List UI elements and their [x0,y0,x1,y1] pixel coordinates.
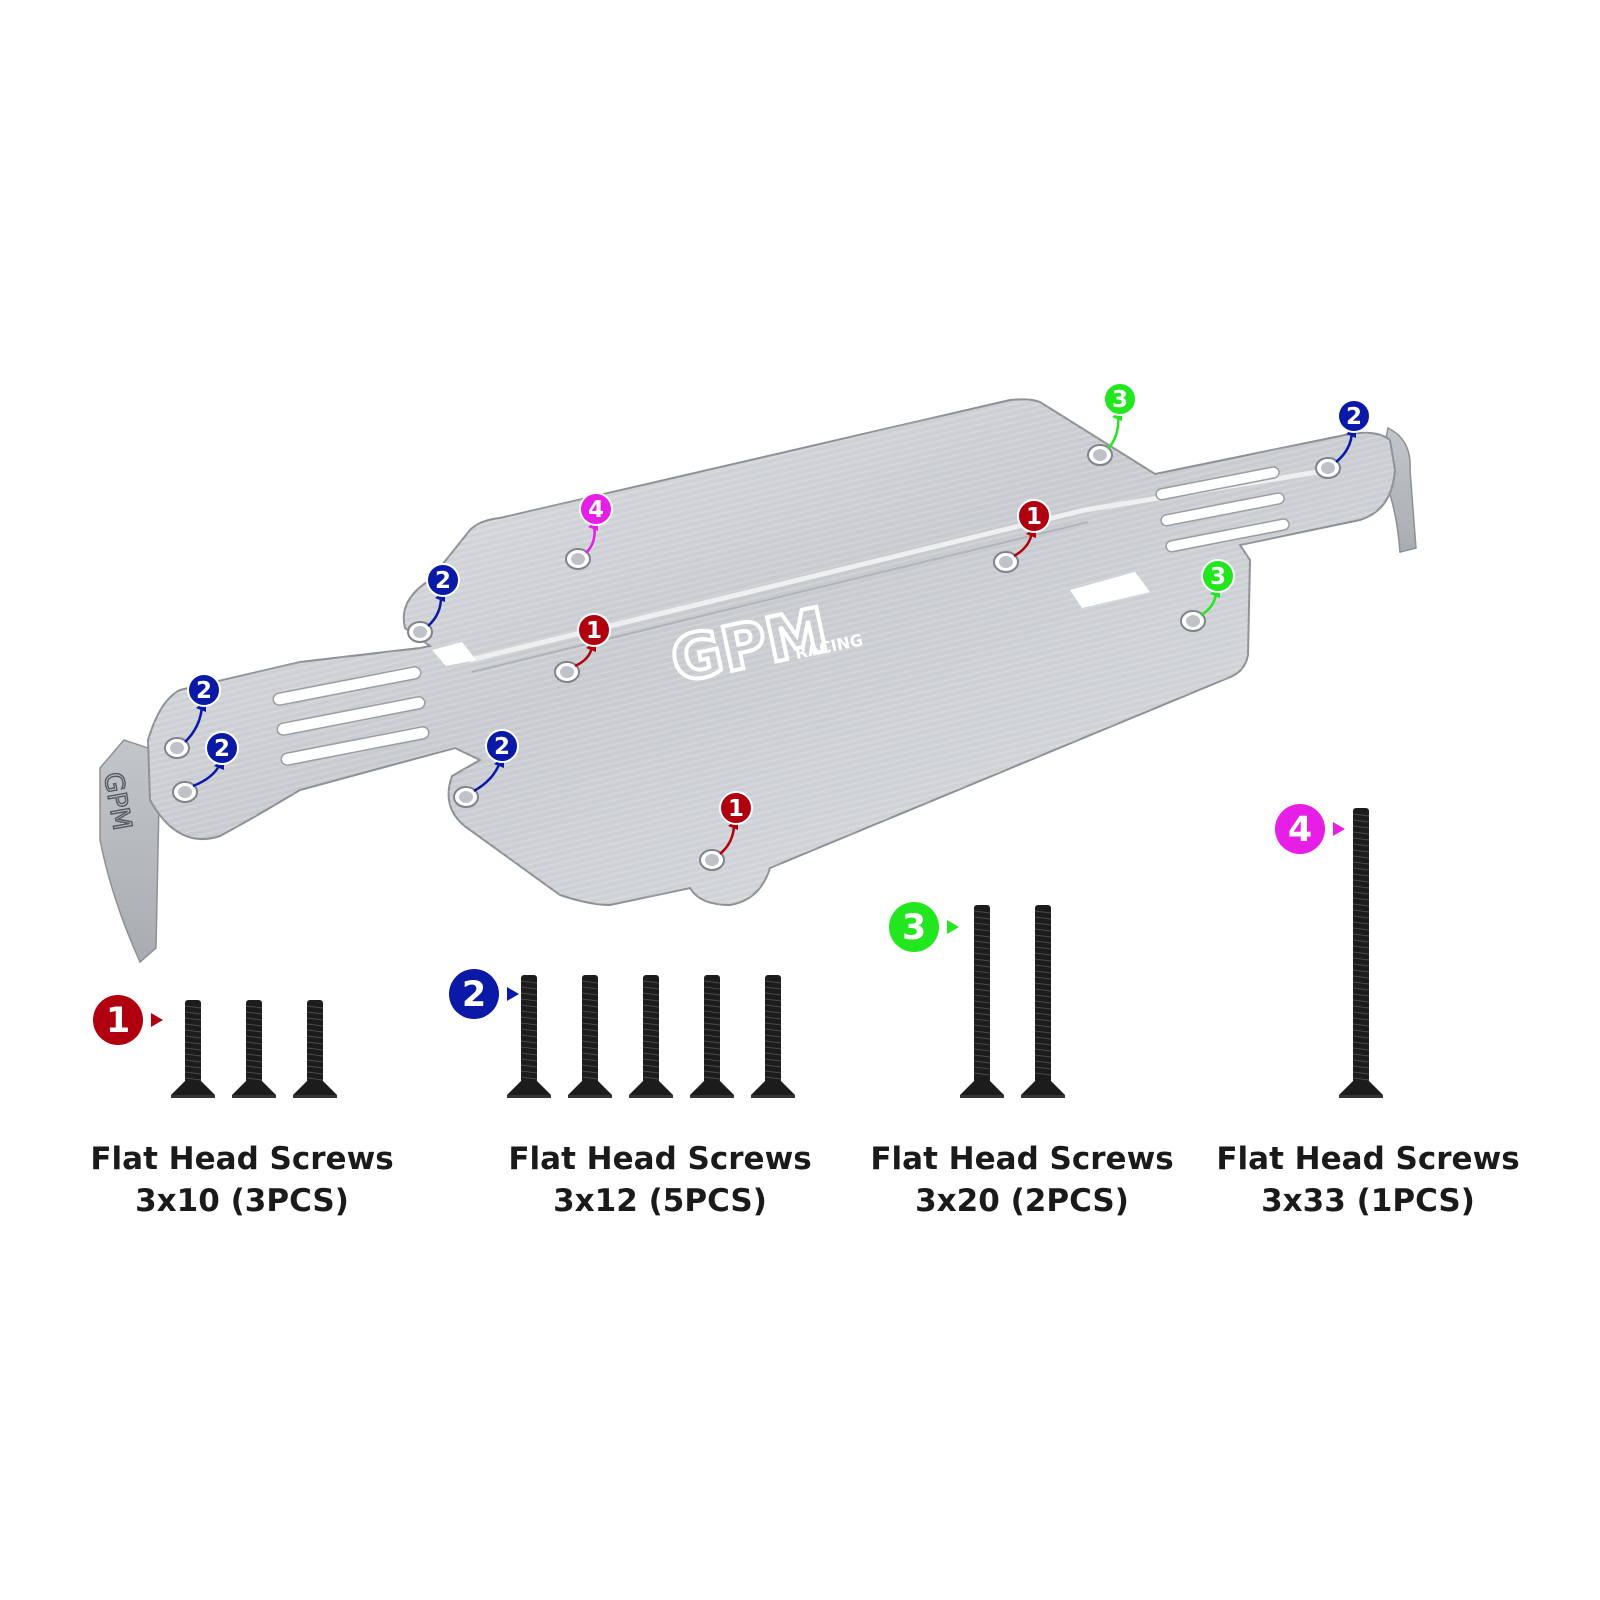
callout-badge-3: 3 [1103,382,1137,450]
pointer-arrow [507,987,519,1001]
screw-hole [993,551,1019,573]
caption-spec: 3x20 (2PCS) [915,1183,1129,1219]
screw-groups: 1 2 3 4 [93,804,1383,1098]
callout-arrow [1107,414,1120,450]
screw-group-3: 3 [889,902,1065,1098]
group-badge: 4 [1275,804,1345,854]
callout-number: 2 [494,734,510,760]
screw-hole [164,737,190,759]
flat-head-screw [690,975,734,1098]
pointer-arrow [1333,822,1345,836]
callout-number: 1 [1026,504,1042,530]
callout-badge-1: 1 [574,613,611,668]
screw-hole [565,548,591,570]
callout-number: 2 [435,568,451,594]
callout-badge-1: 1 [1013,499,1051,558]
front-end-flap [99,739,161,964]
screw-hole [453,786,479,808]
screw-hole [1180,610,1206,632]
flat-head-screw [293,1000,337,1098]
flat-head-screw [960,905,1004,1098]
group-badge: 2 [449,969,519,1019]
caption-name: Flat Head Screws [508,1141,812,1177]
screw-hole [699,849,725,871]
flat-head-screw [1021,905,1065,1098]
flat-head-screw [232,1000,276,1098]
group-number: 4 [1288,810,1312,850]
callout-number: 2 [196,678,212,704]
flat-head-screw [568,975,612,1098]
caption-group-2: Flat Head Screws 3x12 (5PCS) [490,1138,830,1222]
screw-hole [1315,457,1341,479]
rear-slots [1155,466,1290,553]
caption-spec: 3x33 (1PCS) [1261,1183,1475,1219]
screw-holes [164,444,1341,871]
screw-hole [407,621,433,643]
callout-badge-2: 2 [473,729,519,793]
caption-spec: 3x10 (3PCS) [135,1183,349,1219]
group-badge: 1 [93,995,163,1045]
group-number: 3 [902,908,926,948]
callout-number: 1 [586,618,602,644]
callout-badge-1: 1 [719,791,753,855]
pointer-arrow [151,1013,163,1027]
callout-number: 3 [1210,564,1226,590]
screw-group-2: 2 [449,969,795,1098]
callout-number: 2 [214,736,230,762]
flat-head-screw [629,975,673,1098]
screw-group-1: 1 [93,995,337,1098]
callout-badge-2: 2 [184,673,221,743]
screw-hole [172,781,198,803]
flat-head-screw [1339,808,1383,1098]
side-notch [1070,572,1150,608]
group-number: 2 [462,975,486,1015]
callout-number: 1 [728,796,744,822]
front-slots [272,666,430,766]
flat-head-screw [171,1000,215,1098]
callout-number: 3 [1112,387,1128,413]
flat-head-screw [507,975,551,1098]
caption-group-3: Flat Head Screws 3x20 (2PCS) [852,1138,1192,1222]
screw-group-4: 4 [1275,804,1383,1098]
callout-badge-4: 4 [579,492,613,554]
caption-spec: 3x12 (5PCS) [553,1183,767,1219]
callouts: 1 1 1 2 2 2 2 2 3 3 4 [184,382,1371,855]
pointer-arrow [947,920,959,934]
caption-name: Flat Head Screws [1216,1141,1520,1177]
screw-hole [1087,444,1113,466]
callout-badge-2: 2 [1335,399,1371,463]
caption-name: Flat Head Screws [870,1141,1174,1177]
callout-badge-3: 3 [1200,559,1235,617]
flat-head-screw [751,975,795,1098]
group-number: 1 [106,1001,130,1041]
caption-group-1: Flat Head Screws 3x10 (3PCS) [72,1138,412,1222]
caption-name: Flat Head Screws [90,1141,394,1177]
group-badge: 3 [889,902,959,952]
callout-number: 2 [1346,404,1362,430]
callout-number: 4 [588,497,604,523]
screw-hole [554,661,580,683]
caption-group-4: Flat Head Screws 3x33 (1PCS) [1198,1138,1538,1222]
callout-badge-2: 2 [426,563,460,627]
callout-badge-2: 2 [192,731,239,788]
